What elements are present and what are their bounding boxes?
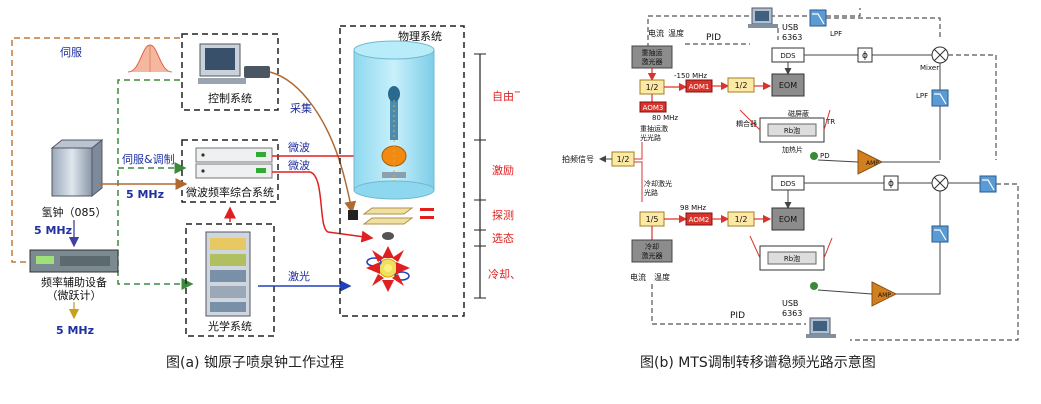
microwave-label-2: 微波 (288, 158, 310, 172)
usb-6363-bottom: USB 6363 (782, 299, 836, 338)
optical-system-label: 光学系统 (208, 319, 252, 333)
usb-6363-top: USB 6363 (748, 7, 802, 42)
temp-top-label: 温度 (668, 28, 684, 38)
fountain-clock-diagram: 伺服 伺服&调制 控制系统 采集 微波频率综合系统 微波 微波 (11, 25, 543, 337)
cool-laser-line2: 激光器 (642, 251, 663, 260)
repump-laser-line2: 激光器 (642, 57, 663, 66)
stage-bracket: 自由飞行 激励 探测 选态 冷却、上抛 (474, 53, 543, 299)
acquire-label: 采集 (290, 101, 312, 115)
microwave-system-label: 微波频率综合系统 (186, 185, 274, 199)
panel-a-fountain-clock: 伺服 伺服&调制 控制系统 采集 微波频率综合系统 微波 微波 (0, 0, 543, 400)
microwave-system: 微波频率综合系统 (181, 139, 279, 203)
servo-mod-loop: 伺服&调制 (117, 79, 194, 290)
repump-laser-line1: 重抽运 (642, 48, 663, 57)
cool-path-line1: 冷却激光 (644, 179, 672, 188)
stage-3: 选态 (492, 232, 514, 245)
freq-label-3: 5 MHz (56, 324, 94, 337)
lpf-mid-label: LPF (916, 92, 928, 100)
repump-path-line1: 重抽运激 (640, 124, 668, 133)
freq-label-1: 5 MHz (126, 188, 164, 201)
aux-frequency-device: 频率辅助设备 （微跃计） (29, 249, 119, 302)
microwave-label-1: 微波 (288, 140, 310, 154)
physics-system: 物理系统 (339, 25, 465, 317)
current-bottom-label: 电流 (630, 272, 646, 282)
current-top-label: 电流 (648, 28, 664, 38)
rb-bottom-label: Rb泡 (784, 254, 800, 263)
fifth-wave-label: 1/5 (646, 215, 659, 224)
shield-label: 磁屏蔽 (788, 109, 809, 118)
half-wave-1-label: 1/2 (646, 83, 659, 92)
pid-bottom-label: PID (730, 311, 745, 321)
dds-top-label: DDS (780, 52, 796, 60)
half-wave-2 (727, 77, 755, 93)
aom3 (639, 101, 667, 113)
lpf-top: LPF (809, 9, 941, 40)
amp-bottom-label: AMP (878, 292, 891, 299)
aom3-label: AOM3 (643, 104, 664, 112)
mixer-label: Mixer (920, 64, 939, 72)
phase-top-label: ϕ (862, 51, 868, 61)
aux-device-label-1: 频率辅助设备 (41, 275, 107, 289)
detector-icon (348, 210, 358, 220)
aom1-label: AOM1 (689, 83, 710, 91)
mts-optical-path-diagram: PID 电流 温度 USB 6363 LPF 重抽运 激光器 1/2 -150 … (562, 7, 1019, 341)
usb-bottom-line1: USB (782, 299, 798, 308)
servo-label: 伺服 (60, 46, 82, 59)
hydrogen-clock-label: 氢钟（085） (42, 205, 107, 219)
heater-label: 加热片 (782, 145, 803, 154)
dds-bottom-label: DDS (780, 180, 796, 188)
m150-label: -150 MHz (674, 72, 707, 80)
control-system: 控制系统 (181, 33, 279, 111)
repump-path-line2: 光光路 (640, 133, 661, 142)
rb-cell-bottom: Rb泡 (749, 235, 833, 271)
aom2-label: AOM2 (689, 216, 710, 224)
eom-top-label: EOM (779, 81, 797, 90)
phase-bottom-label: ϕ (888, 179, 894, 189)
m80-label: 80 MHz (652, 114, 678, 122)
eom-bottom-label: EOM (779, 215, 797, 224)
cooling-beams (366, 246, 410, 292)
pd-bottom-icon (810, 282, 818, 290)
optical-system: 光学系统 (185, 223, 275, 337)
pd-label: PD (820, 152, 830, 160)
pid-top-label: PID (706, 33, 721, 43)
rb-cell-top: Rb泡 耦合器 磁屏蔽 TR 加热片 (736, 109, 835, 154)
panel-b-mts-diagram: PID 电流 温度 USB 6363 LPF 重抽运 激光器 1/2 -150 … (520, 0, 1041, 400)
servo-mod-label: 伺服&调制 (122, 153, 175, 166)
coupler-label: 耦合器 (736, 119, 757, 128)
control-system-label: 控制系统 (208, 91, 252, 105)
aux-device-label-2: （微跃计） (47, 288, 102, 302)
m98-label: 98 MHz (680, 204, 706, 212)
half-wave-beat-label: 1/2 (617, 155, 630, 164)
freq-label-2: 5 MHz (34, 224, 72, 237)
beat-signal-label: 拍频信号 (562, 154, 594, 164)
caption-b: 图(b) MTS调制转移谱稳频光路示意图 (640, 355, 876, 371)
usb-bottom-line2: 6363 (782, 309, 802, 318)
cool-laser-line1: 冷却 (645, 242, 659, 251)
rb-top-label: Rb泡 (784, 126, 800, 135)
half-wave-3-label: 1/2 (735, 215, 748, 224)
physics-system-label: 物理系统 (398, 29, 442, 43)
stage-4: 冷却、上抛 (488, 267, 520, 281)
hydrogen-clock: 氢钟（085） (42, 138, 107, 219)
lpf-top-label: LPF (830, 30, 842, 38)
half-wave-2-label: 1/2 (735, 81, 748, 90)
stage-2: 探测 (492, 209, 514, 222)
usb-top-line2: 6363 (782, 33, 802, 42)
acquire-line (269, 71, 357, 214)
microwave-line-2 (272, 171, 374, 243)
cool-path-line2: 光路 (644, 188, 658, 197)
temp-bottom-label: 温度 (654, 272, 670, 282)
tr-label: TR (825, 118, 835, 126)
usb-top-line1: USB (782, 23, 798, 32)
repump-laser: 重抽运 激光器 (631, 45, 673, 69)
stage-1: 激励 (492, 163, 514, 177)
cool-laser: 冷却 激光器 (631, 239, 673, 263)
caption-a: 图(a) 铷原子喷泉钟工作过程 (166, 355, 344, 371)
amp-top-label: AMP (866, 160, 879, 167)
stage-0: 自由飞行 (492, 89, 520, 103)
pid-loop-top: PID 电流 温度 (647, 8, 861, 48)
pd-top-icon (810, 152, 818, 160)
laser-label: 激光 (288, 269, 310, 283)
